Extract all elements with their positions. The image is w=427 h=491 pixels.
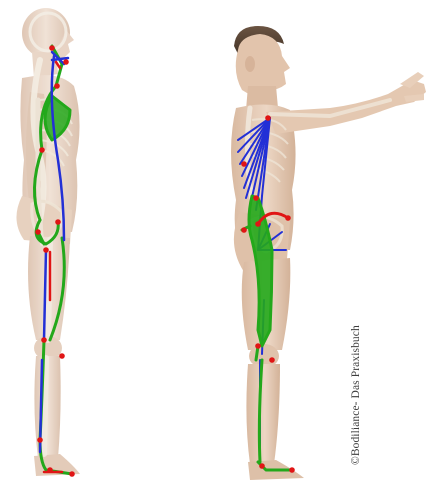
copyright-watermark: ©Bodiliance- Das Praxisbuch xyxy=(350,325,362,465)
figure-right xyxy=(231,26,426,480)
figure-left xyxy=(16,8,80,477)
